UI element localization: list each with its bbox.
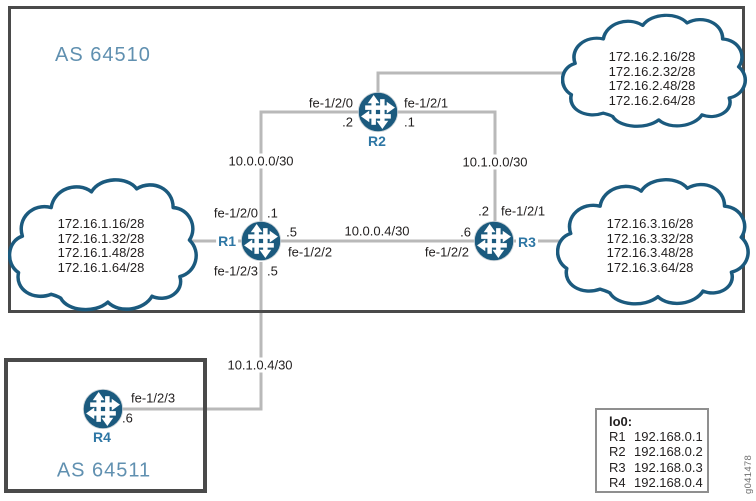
cloud-prefix: 172.16.1.32/28 [57, 230, 145, 246]
r2-address-to-r3-label: .1 [404, 114, 415, 130]
cloud-prefix: 172.16.2.64/28 [608, 92, 696, 108]
cloud-prefix: 172.16.1.64/28 [57, 259, 145, 275]
cloud-prefix: 172.16.3.48/28 [606, 245, 694, 260]
router-r2-icon [357, 91, 399, 133]
as64510-label: AS 64510 [55, 44, 151, 66]
r2-interface-to-r3-label: fe-1/2/1 [404, 95, 449, 111]
loopback-ip: 192.168.0.1 [634, 429, 703, 445]
loopback-router: R2 [609, 444, 626, 460]
router-r2-label: R2 [366, 133, 388, 149]
cloud-r1-prefix-list: 172.16.1.16/28 172.16.1.32/28 172.16.1.4… [57, 216, 145, 275]
loopback-ip: 192.168.0.3 [634, 459, 703, 475]
cloud-r3-prefix-list: 172.16.3.16/28 172.16.3.32/28 172.16.3.4… [606, 216, 694, 275]
r4-address-to-r1-label: .6 [122, 410, 133, 426]
loopback-router: R3 [609, 459, 626, 475]
loopback-router: R1 [609, 429, 626, 445]
subnet-label-r2-r3: 10.1.0.0/30 [459, 154, 531, 170]
loopback-row: R1 192.168.0.1 [609, 429, 707, 444]
loopback-router: R4 [609, 474, 626, 490]
router-r4-icon [82, 388, 124, 430]
loopback-row: R3 192.168.0.3 [609, 460, 707, 475]
r1-address-to-r4-label: .5 [267, 263, 278, 279]
r1-interface-to-r4-label: fe-1/2/3 [213, 263, 258, 279]
subnet-label-r1-r4: 10.1.0.4/30 [224, 357, 296, 373]
r1-address-to-r3-label: .5 [286, 224, 297, 240]
r1-interface-to-r3-label: fe-1/2/2 [288, 244, 333, 260]
loopback-row: R2 192.168.0.2 [609, 444, 707, 459]
r3-interface-to-r1-label: fe-1/2/2 [424, 244, 469, 260]
link-r1-r2 [259, 110, 378, 241]
r2-address-to-r1-label: .2 [342, 114, 353, 130]
r3-interface-to-r2-label: fe-1/2/1 [501, 203, 546, 219]
router-r1-label: R1 [216, 233, 238, 249]
r1-address-to-r2-label: .1 [267, 205, 278, 221]
subnet-label-r1-r2: 10.0.0.0/30 [225, 153, 297, 169]
cloud-r2-prefix-list: 172.16.2.16/28 172.16.2.32/28 172.16.2.4… [608, 49, 696, 108]
loopback-row: R4 192.168.0.4 [609, 475, 707, 490]
r3-address-to-r2-label: .2 [478, 203, 489, 219]
link-r2-r3 [398, 110, 497, 241]
cloud-prefix: 172.16.2.32/28 [608, 63, 696, 79]
as64511-label: AS 64511 [56, 459, 152, 482]
cloud-prefix: 172.16.1.48/28 [57, 245, 145, 260]
loopback-title: lo0: [609, 414, 633, 429]
as64511-boundary-box [4, 358, 207, 493]
cloud-prefix: 172.16.1.16/28 [57, 216, 145, 231]
cloud-prefix: 172.16.2.48/28 [608, 78, 696, 93]
router-r4-label: R4 [91, 429, 113, 445]
r4-interface-to-r1-label: fe-1/2/3 [131, 390, 176, 406]
subnet-label-r1-r3: 10.0.0.4/30 [341, 223, 413, 239]
as64510-boundary-box [8, 6, 745, 313]
loopback-address-table: lo0: R1 192.168.0.1 R2 192.168.0.2 R3 192.1… [595, 408, 709, 493]
loopback-ip: 192.168.0.2 [634, 444, 703, 460]
cloud-prefix: 172.16.2.16/28 [608, 49, 696, 64]
figure-id-watermark: g041478 [743, 454, 754, 494]
cloud-prefix: 172.16.3.32/28 [606, 230, 694, 246]
r3-address-to-r1-label: .6 [460, 224, 471, 240]
r1-interface-to-r2-label: fe-1/2/0 [213, 205, 258, 221]
cloud-prefix: 172.16.3.64/28 [606, 259, 694, 275]
router-r3-label: R3 [516, 234, 538, 250]
r2-interface-to-r1-label: fe-1/2/0 [308, 95, 353, 111]
router-r3-icon [473, 220, 515, 262]
router-r1-icon [240, 220, 282, 262]
cloud-prefix: 172.16.3.16/28 [606, 216, 694, 231]
loopback-ip: 192.168.0.4 [634, 474, 703, 490]
